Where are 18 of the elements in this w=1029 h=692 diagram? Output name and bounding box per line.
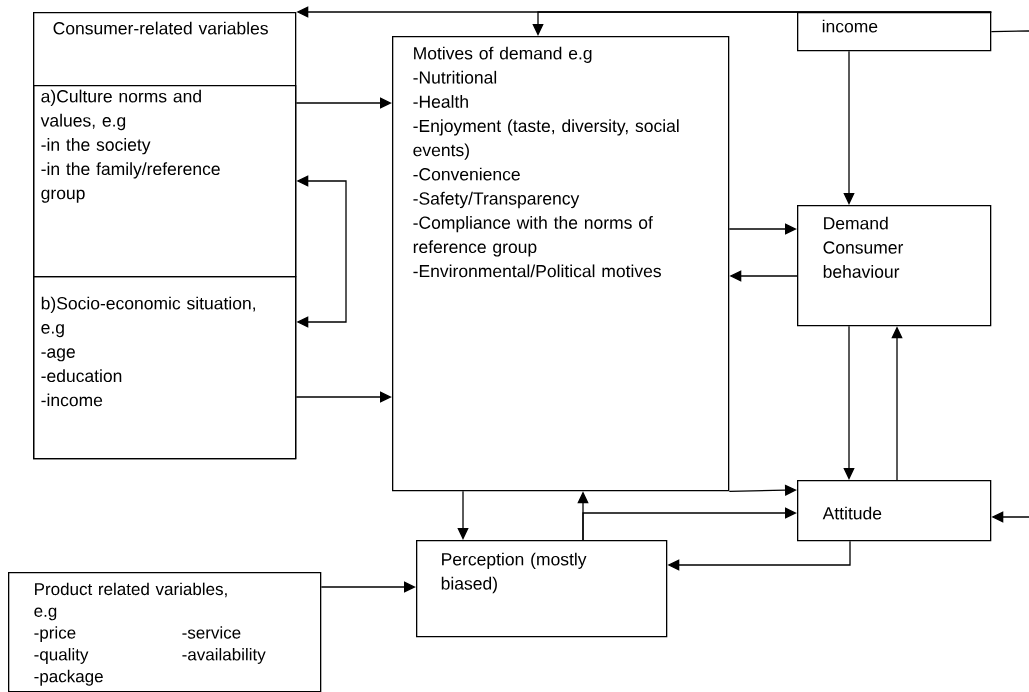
- arrow: [728, 484, 797, 496]
- arrow: [457, 490, 469, 540]
- arrow: [320, 581, 416, 593]
- process-box: Attitude: [797, 480, 992, 542]
- process-box: Perception (mostly biased): [416, 540, 668, 638]
- arrow: [582, 507, 797, 541]
- section-box: b)Socio-economic situation, e.g -age -education -income: [33, 276, 297, 460]
- arrow: [295, 97, 392, 109]
- process-box: Motives of demand e.g -Nutritional -Health -Enjoyment (taste, diversity, social events) -Convenience -Safety/Transparency -Compliance with the norms of reference group -Environmental/Political motives: [392, 36, 730, 492]
- section-box: a)Culture norms and values, e.g -in the society -in the family/reference group: [33, 85, 297, 278]
- variables-box: Product related variables, e.g -price -service -quality -availability -package: [8, 572, 322, 692]
- arrow: [843, 50, 855, 205]
- arrow: [295, 391, 392, 403]
- process-box: Demand Consumer behaviour: [797, 205, 992, 327]
- arrow: [532, 11, 992, 36]
- arrow: [843, 325, 855, 480]
- input-box: income: [797, 12, 992, 52]
- arrow: [728, 223, 797, 235]
